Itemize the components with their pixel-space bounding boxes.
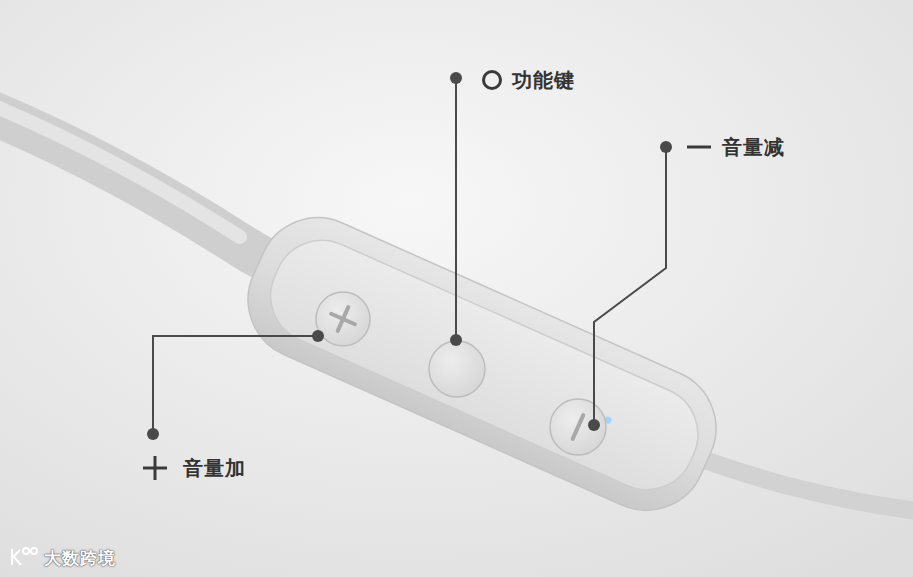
remote-body <box>229 199 735 530</box>
button-label: 音量加 <box>183 456 246 480</box>
watermark: 大数跨境 <box>44 548 116 568</box>
remote-control <box>229 199 735 530</box>
plus-icon <box>143 456 167 480</box>
button-label: 音量减 <box>722 135 785 159</box>
circle-icon <box>484 72 501 89</box>
minus-icon <box>687 146 711 149</box>
function-button <box>429 341 485 397</box>
earbud-cable <box>690 455 913 512</box>
button-label: 功能键 <box>512 68 575 92</box>
volume-down-button <box>550 399 606 455</box>
neckband-cable <box>0 112 290 270</box>
leader-dots <box>147 72 672 440</box>
cable-highlight <box>0 104 240 237</box>
remote-panel <box>255 225 713 505</box>
leader-lines <box>153 78 666 434</box>
volume-up-button <box>316 292 370 346</box>
watermark-logo <box>12 548 37 565</box>
